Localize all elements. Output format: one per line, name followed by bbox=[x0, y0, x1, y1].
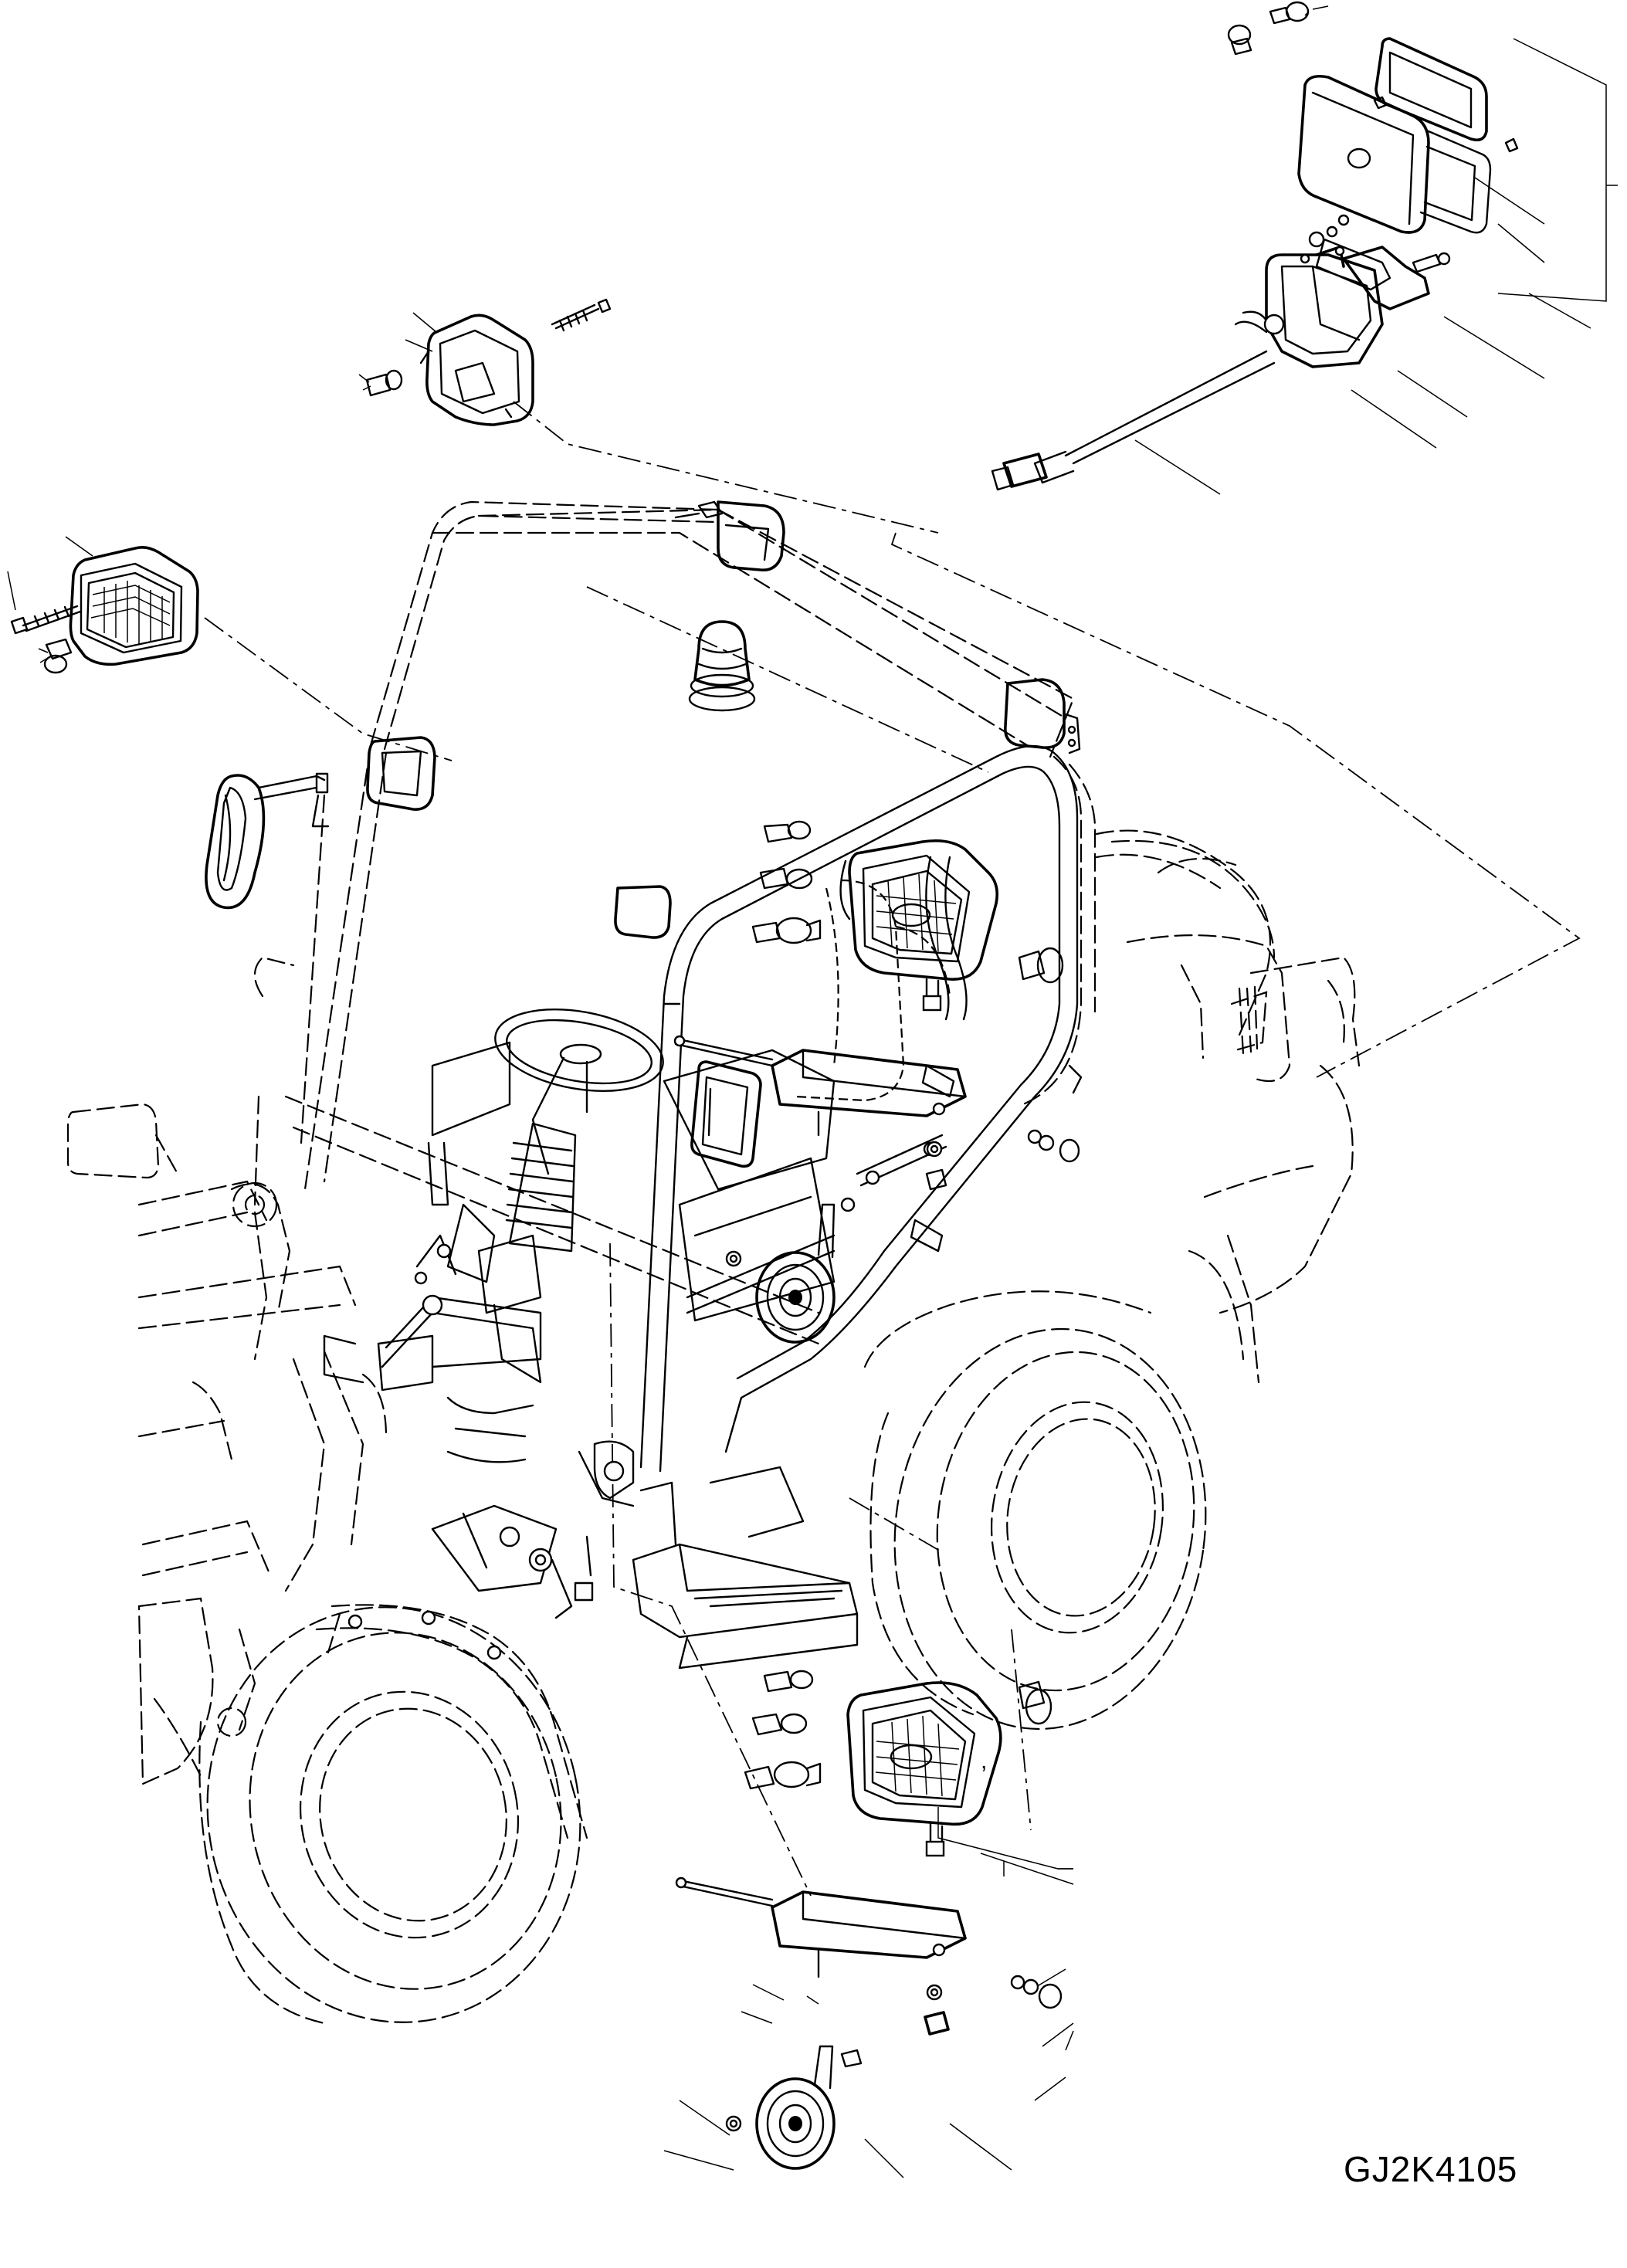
steering-wheel bbox=[427, 1008, 836, 1322]
cab-rear-right-lamp bbox=[1004, 678, 1081, 754]
rear-wheel bbox=[863, 1290, 1207, 1731]
loader-arms bbox=[137, 1180, 388, 1785]
exploded-rear-combination-lamp bbox=[991, 1, 1519, 491]
stray-mark: , bbox=[981, 1748, 987, 1774]
cab-inner-lamp bbox=[614, 885, 672, 939]
leader-lines bbox=[7, 11, 1618, 2178]
access-step bbox=[632, 1466, 859, 1670]
cab-frame bbox=[253, 500, 1272, 1345]
front-left-work-lamp bbox=[66, 1103, 179, 1179]
interior-mirror bbox=[690, 1060, 762, 1168]
drawing-code: GJ2K4105 bbox=[1344, 2149, 1518, 2189]
exploded-rear-work-lamp bbox=[358, 298, 612, 426]
bottom-headlamp-assembly bbox=[675, 1670, 1063, 2170]
horn bbox=[725, 1197, 856, 1344]
head-lamp-bulbs bbox=[751, 820, 1064, 984]
lamp-bracket bbox=[673, 1035, 967, 1137]
front-wheel bbox=[198, 1606, 581, 2025]
roll-cage bbox=[639, 745, 1083, 1473]
center-mount bbox=[323, 1234, 635, 1619]
horn-fasteners bbox=[925, 1129, 1080, 1191]
left-side-mirror bbox=[205, 772, 330, 910]
rotating-beacon bbox=[688, 620, 756, 712]
assembly-centerlines bbox=[204, 401, 1581, 1897]
cab-front-left-lamp bbox=[366, 736, 436, 811]
cab-rear-left-lamp bbox=[674, 500, 785, 571]
rear-body bbox=[1110, 839, 1361, 1384]
exploded-front-work-lamp bbox=[10, 546, 199, 674]
front-fender bbox=[315, 1604, 588, 1839]
exploded-head-lamp bbox=[848, 839, 999, 1012]
